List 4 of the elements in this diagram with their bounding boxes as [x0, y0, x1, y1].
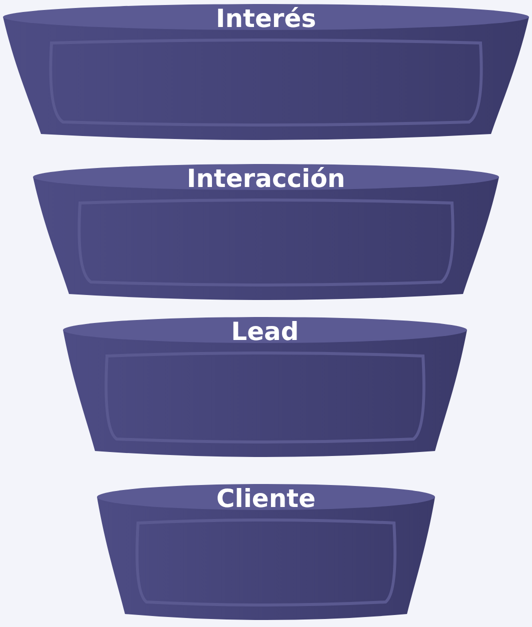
stage-label: Lead	[230, 317, 300, 346]
stage-label: Interés	[214, 4, 318, 33]
stage-label: Interacción	[186, 164, 346, 193]
stage-label: Cliente	[215, 484, 317, 513]
